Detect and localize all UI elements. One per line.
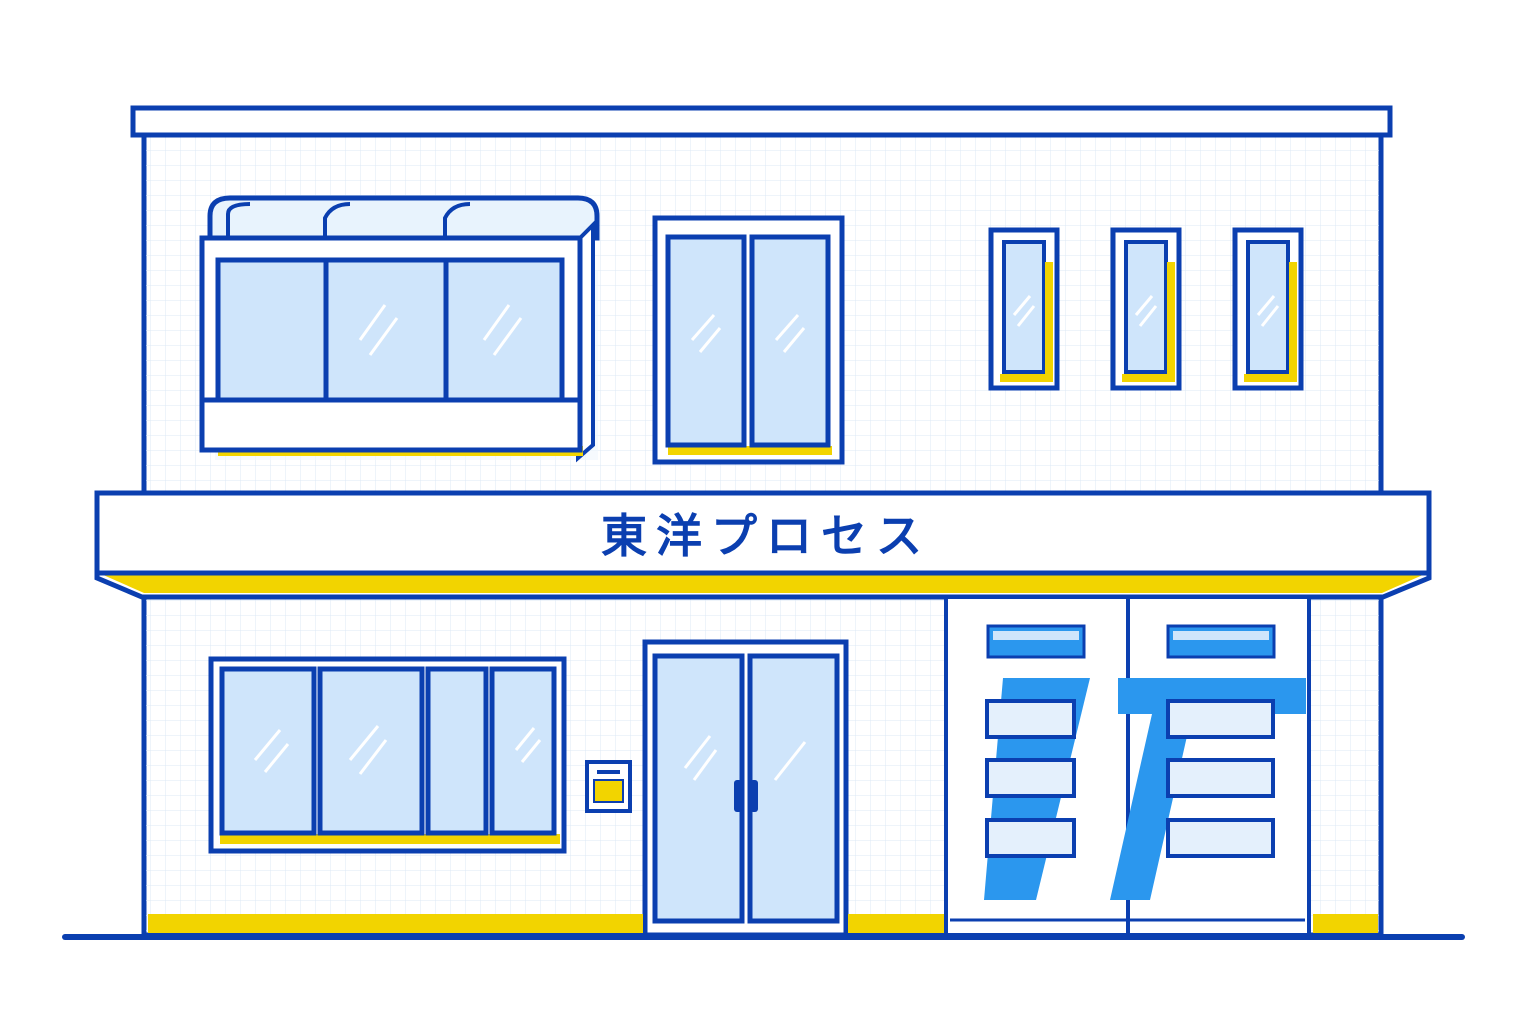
slit-window-2 <box>1110 227 1182 391</box>
upper-double-window <box>652 215 845 465</box>
entrance-door[interactable] <box>642 639 849 938</box>
intercom-panel-icon[interactable] <box>585 760 632 813</box>
roof-cap <box>130 105 1393 138</box>
sign-text: 東洋プロセス <box>601 509 931 563</box>
slit-window-3 <box>1232 227 1304 391</box>
slit-window-1 <box>988 227 1060 391</box>
base-skirting <box>148 914 1378 933</box>
lower-window <box>208 656 567 854</box>
storefront-placards <box>985 699 1275 858</box>
door-handle-icon[interactable] <box>734 780 758 812</box>
bay-window <box>199 195 600 463</box>
signboard: 東洋プロセス <box>94 490 1432 600</box>
